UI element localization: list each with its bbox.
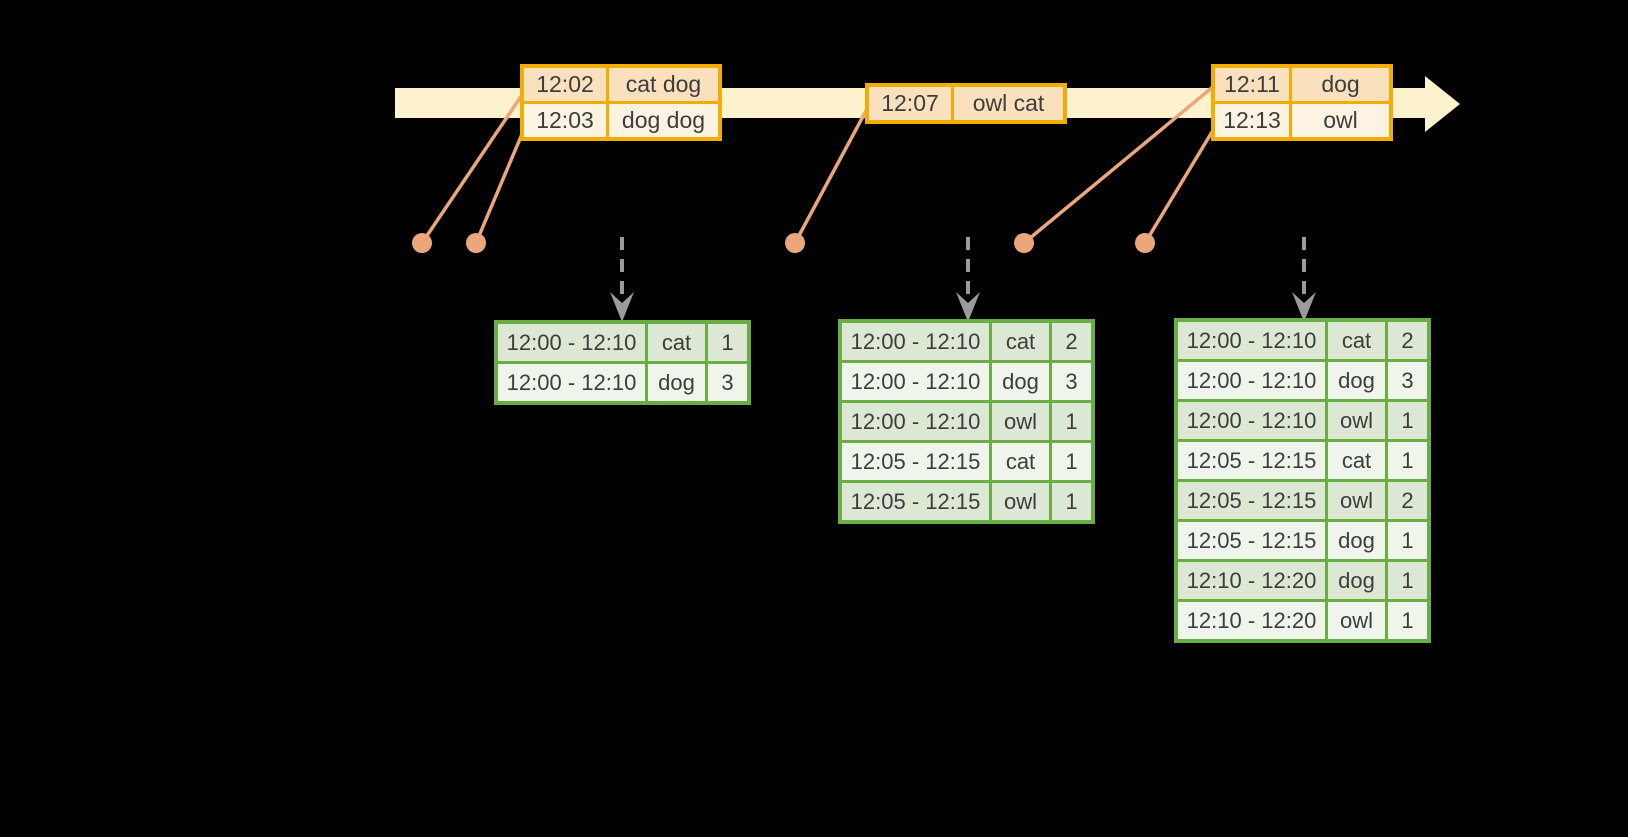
word-cell: owl <box>1328 602 1385 639</box>
connector-line-1202 <box>420 91 526 244</box>
count-cell: 1 <box>1388 562 1427 599</box>
count-cell: 1 <box>1052 443 1091 480</box>
count-cell: 1 <box>1052 403 1091 440</box>
event-dot-1 <box>412 233 432 253</box>
words-cell: dog dog <box>609 104 718 137</box>
words-cell: owl cat <box>954 87 1063 120</box>
word-cell: dog <box>1328 362 1385 399</box>
word-cell: dog <box>648 364 705 401</box>
trigger-arrow-head-1 <box>610 292 634 322</box>
count-cell: 1 <box>1388 442 1427 479</box>
count-cell: 3 <box>708 364 747 401</box>
trigger-arrows <box>610 237 1316 322</box>
time-cell: 12:13 <box>1215 104 1289 137</box>
word-cell: cat <box>992 443 1049 480</box>
time-cell: 12:03 <box>524 104 606 137</box>
word-cell: dog <box>1328 562 1385 599</box>
event-dot-3 <box>785 233 805 253</box>
word-cell: cat <box>992 323 1049 360</box>
window-cell: 12:00 - 12:10 <box>498 324 645 361</box>
word-cell: dog <box>1328 522 1385 559</box>
count-cell: 1 <box>1388 522 1427 559</box>
event-dot-5 <box>1135 233 1155 253</box>
window-cell: 12:05 - 12:15 <box>842 483 989 520</box>
window-cell: 12:05 - 12:15 <box>842 443 989 480</box>
count-cell: 1 <box>1052 483 1091 520</box>
window-cell: 12:00 - 12:10 <box>842 323 989 360</box>
window-cell: 12:05 - 12:15 <box>1178 522 1325 559</box>
time-cell: 12:11 <box>1215 68 1289 101</box>
window-cell: 12:00 - 12:10 <box>1178 402 1325 439</box>
window-cell: 12:10 - 12:20 <box>1178 562 1325 599</box>
event-dot-4 <box>1014 233 1034 253</box>
count-cell: 1 <box>1388 602 1427 639</box>
count-cell: 2 <box>1052 323 1091 360</box>
word-cell: dog <box>992 363 1049 400</box>
time-cell: 12:07 <box>869 87 951 120</box>
event-dots <box>412 233 1155 253</box>
event-dot-2 <box>466 233 486 253</box>
connector-line-1211 <box>1022 84 1216 245</box>
trigger-arrow-head-3 <box>1292 292 1316 322</box>
window-cell: 12:00 - 12:10 <box>1178 362 1325 399</box>
connector-line-1203 <box>474 126 527 244</box>
word-cell: owl <box>1328 482 1385 519</box>
count-cell: 3 <box>1052 363 1091 400</box>
word-cell: cat <box>1328 322 1385 359</box>
count-cell: 3 <box>1388 362 1427 399</box>
count-cell: 1 <box>1388 402 1427 439</box>
window-cell: 12:00 - 12:10 <box>842 403 989 440</box>
words-cell: owl <box>1292 104 1389 137</box>
count-cell: 2 <box>1388 482 1427 519</box>
connector-line-1207 <box>793 108 869 244</box>
words-cell: cat dog <box>609 68 718 101</box>
connector-line-1213 <box>1143 126 1217 244</box>
count-cell: 1 <box>708 324 747 361</box>
window-cell: 12:05 - 12:15 <box>1178 442 1325 479</box>
word-cell: cat <box>648 324 705 361</box>
word-cell: owl <box>992 403 1049 440</box>
word-cell: owl <box>1328 402 1385 439</box>
word-cell: owl <box>992 483 1049 520</box>
window-cell: 12:10 - 12:20 <box>1178 602 1325 639</box>
window-cell: 12:05 - 12:15 <box>1178 482 1325 519</box>
event-connector-lines <box>420 84 1217 245</box>
window-cell: 12:00 - 12:10 <box>842 363 989 400</box>
count-cell: 2 <box>1388 322 1427 359</box>
words-cell: dog <box>1292 68 1389 101</box>
window-cell: 12:00 - 12:10 <box>498 364 645 401</box>
word-cell: cat <box>1328 442 1385 479</box>
trigger-arrow-head-2 <box>956 292 980 322</box>
window-cell: 12:00 - 12:10 <box>1178 322 1325 359</box>
time-cell: 12:02 <box>524 68 606 101</box>
